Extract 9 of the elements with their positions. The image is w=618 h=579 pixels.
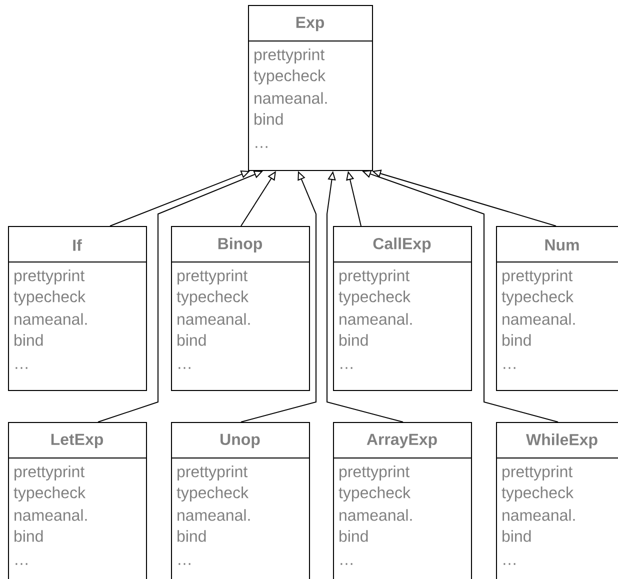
class-box: CallExp prettyprint typecheck nameanal. bind …: [332, 226, 472, 391]
class-box: ArrayExp prettyprint typecheck nameanal. bind …: [332, 422, 472, 579]
class-box: Num prettyprint typecheck nameanal. bind …: [496, 226, 618, 391]
class-box: Unop prettyprint typecheck nameanal. bind …: [170, 422, 310, 579]
class-box: WhileExp prettyprint typecheck nameanal. bind …: [496, 422, 618, 579]
class-box: LetExp prettyprint typecheck nameanal. bind …: [8, 422, 147, 579]
class-box: Binop prettyprint typecheck nameanal. bind …: [170, 226, 310, 391]
class-box: Exp prettyprint typecheck nameanal. bind …: [248, 5, 373, 171]
class-box: If prettyprint typecheck nameanal. bind …: [8, 226, 147, 391]
